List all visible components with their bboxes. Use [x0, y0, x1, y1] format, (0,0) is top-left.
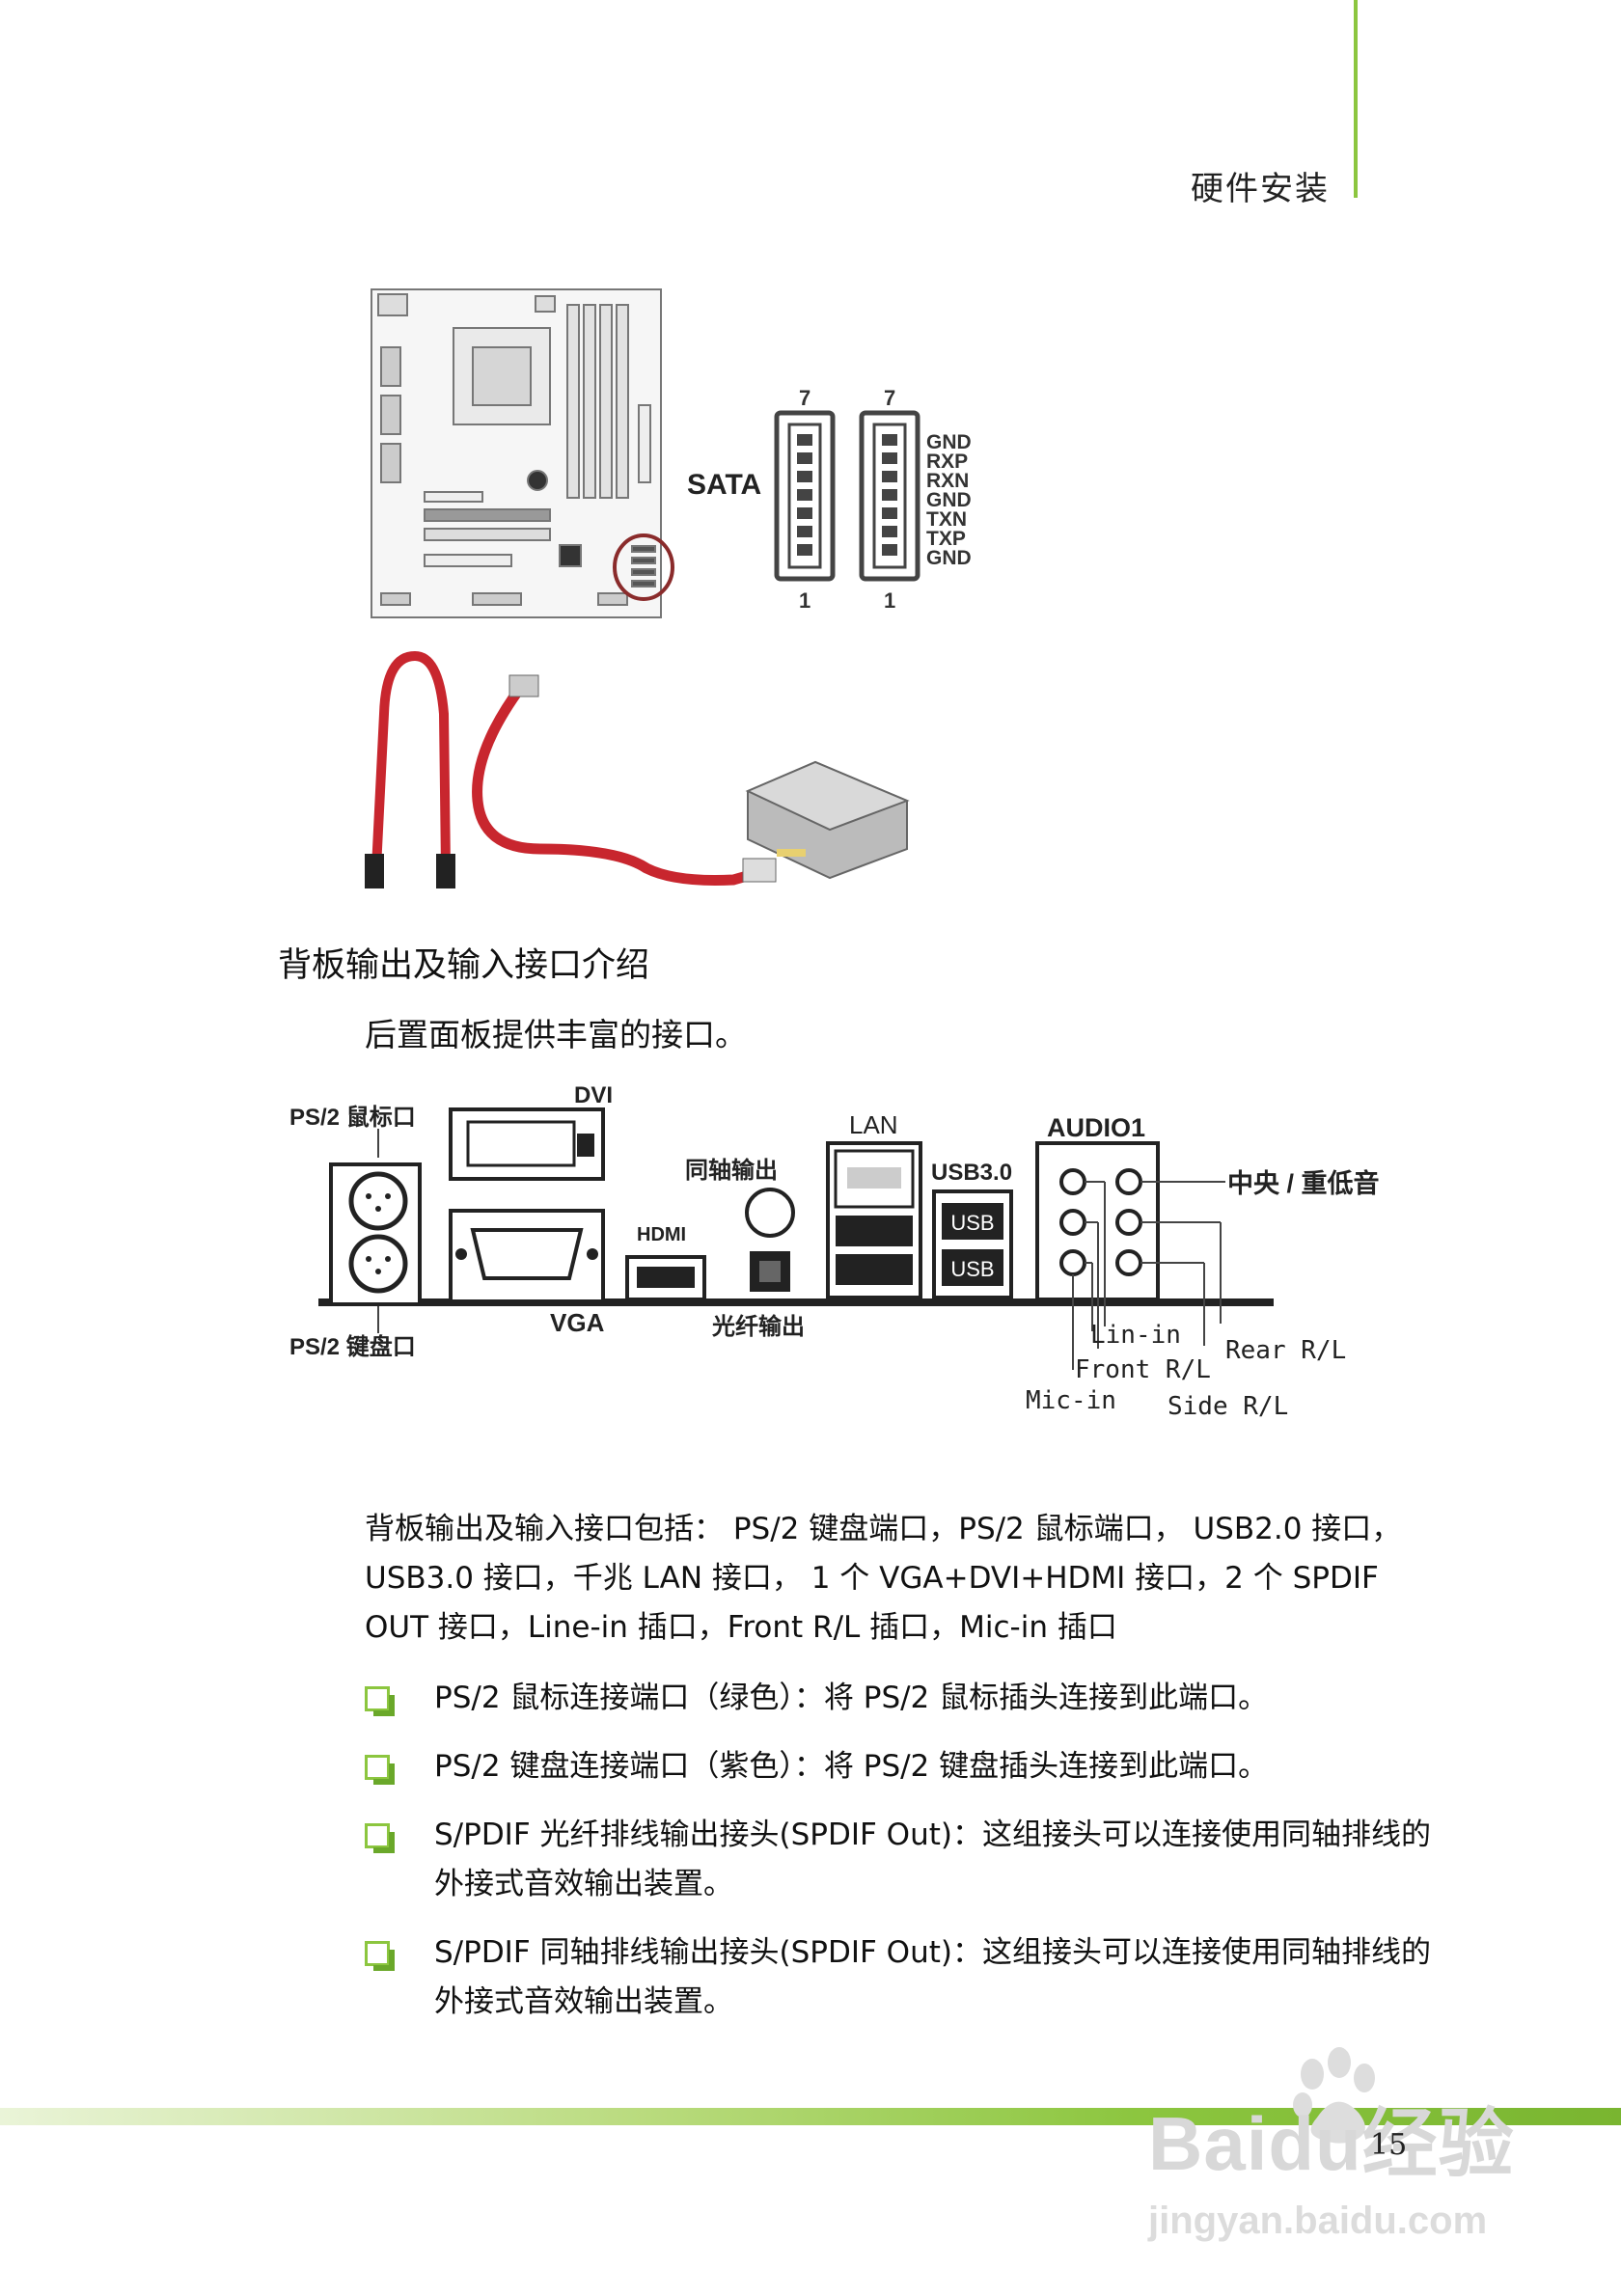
ps2-ports [329, 1162, 422, 1306]
audio-label: AUDIO1 [1047, 1113, 1145, 1142]
sata-pin-bottom-2: 1 [884, 588, 895, 613]
sata-pin-name: GND [926, 489, 972, 511]
line-in-label: Lin-in [1090, 1321, 1181, 1350]
front-rl-label: Front R/L [1075, 1355, 1211, 1384]
side-rl-label: Side R/L [1168, 1392, 1288, 1421]
vga-port [449, 1209, 605, 1303]
list-item: PS/2 键盘连接端口（紫色）：将 PS/2 键盘插头连接到此端口。 [365, 1742, 1436, 1791]
lan-label: LAN [849, 1110, 898, 1139]
dvi-port [449, 1107, 605, 1181]
header-accent-line [1354, 0, 1358, 198]
sata-pin-top-2: 7 [884, 386, 895, 410]
sata-pin-name: GND [926, 431, 972, 453]
checkbox-bullet-icon [365, 1941, 395, 1971]
page-header-title: 硬件安装 [1191, 170, 1330, 208]
sata-pin-name: TXP [926, 528, 966, 550]
sata-label: SATA [687, 469, 761, 501]
usb-port-label: USB [950, 1211, 994, 1235]
center-bass-label: 中央 / 重低音 [1227, 1168, 1380, 1198]
audio-jacks [1035, 1141, 1225, 1370]
list-item-text: S/PDIF 同轴排线输出接头(SPDIF Out)：这组接头可以连接使用同轴排… [434, 1935, 1431, 2019]
ports-paragraph: 背板输出及输入接口包括： PS/2 键盘端口，PS/2 鼠标端口， USB2.0… [365, 1512, 1402, 1645]
list-item-text: PS/2 键盘连接端口（紫色）：将 PS/2 键盘插头连接到此端口。 [434, 1749, 1269, 1784]
sata-pin-name: RXN [926, 470, 969, 492]
watermark-url: jingyan.baidu.com [1148, 2200, 1488, 2242]
coaxial-port [745, 1188, 795, 1292]
ps2-keyboard-label: PS/2 键盘口 [289, 1333, 416, 1360]
list-item: S/PDIF 光纤排线输出接头(SPDIF Out)：这组接头可以连接使用同轴排… [365, 1811, 1436, 1909]
vga-label: VGA [550, 1308, 605, 1337]
footer-accent-bar [0, 2108, 1621, 2125]
dvi-label: DVI [574, 1082, 613, 1108]
checkbox-bullet-icon [365, 1755, 395, 1785]
feature-list: PS/2 鼠标连接端口（绿色）：将 PS/2 鼠标插头连接到此端口。 PS/2 … [365, 1674, 1436, 2046]
sata-port-1 [774, 410, 836, 582]
sata-pin-bottom-1: 1 [799, 588, 810, 613]
usb-port-label: USB [950, 1257, 994, 1281]
sata-cable-photo [365, 650, 910, 888]
rear-rl-label: Rear R/L [1225, 1336, 1346, 1365]
mic-in-label: Mic-in [1026, 1386, 1116, 1415]
list-item: S/PDIF 同轴排线输出接头(SPDIF Out)：这组接头可以连接使用同轴排… [365, 1928, 1436, 2027]
checkbox-bullet-icon [365, 1823, 395, 1853]
list-item-text: S/PDIF 光纤排线输出接头(SPDIF Out)：这组接头可以连接使用同轴排… [434, 1818, 1431, 1901]
figures: SATA 7 7 1 1 GND RXP [289, 288, 1380, 1421]
hdmi-port [625, 1255, 706, 1301]
sata-pin-top-1: 7 [799, 386, 810, 410]
coaxial-label: 同轴输出 [685, 1157, 778, 1184]
optical-label: 光纤输出 [711, 1313, 805, 1340]
paw-logo-icon [1293, 2047, 1375, 2144]
sata-pin-name: GND [926, 547, 972, 569]
checkbox-bullet-icon [365, 1686, 395, 1716]
section-intro: 后置面板提供丰富的接口。 [365, 1016, 747, 1053]
motherboard-diagram [371, 288, 674, 618]
sata-port-2 [859, 410, 920, 582]
watermark-brand: Baidu经验 [1148, 2101, 1515, 2186]
sata-pin-name: TXN [926, 508, 967, 531]
sata-pin-name: RXP [926, 451, 968, 473]
sata-connector-diagram: SATA 7 7 1 1 GND RXP [687, 386, 972, 613]
page-number: 15 [1370, 2128, 1408, 2162]
usb30-ports: USB USB [932, 1189, 1013, 1299]
ps2-mouse-label: PS/2 鼠标口 [289, 1105, 416, 1131]
list-item: PS/2 鼠标连接端口（绿色）：将 PS/2 鼠标插头连接到此端口。 [365, 1674, 1436, 1723]
list-item-text: PS/2 鼠标连接端口（绿色）：将 PS/2 鼠标插头连接到此端口。 [434, 1681, 1269, 1715]
usb30-label: USB3.0 [931, 1160, 1012, 1186]
lan-usb-stack [826, 1141, 922, 1299]
watermark: Baidu经验 jingyan.baidu.com [1148, 2084, 1515, 2242]
rear-panel-diagram: PS/2 鼠标口 PS/2 键盘口 DVI VGA HDMI 同轴输出 [289, 1082, 1380, 1421]
hdmi-label: HDMI [637, 1224, 686, 1245]
section-title: 背板输出及输入接口介绍 [278, 946, 650, 985]
